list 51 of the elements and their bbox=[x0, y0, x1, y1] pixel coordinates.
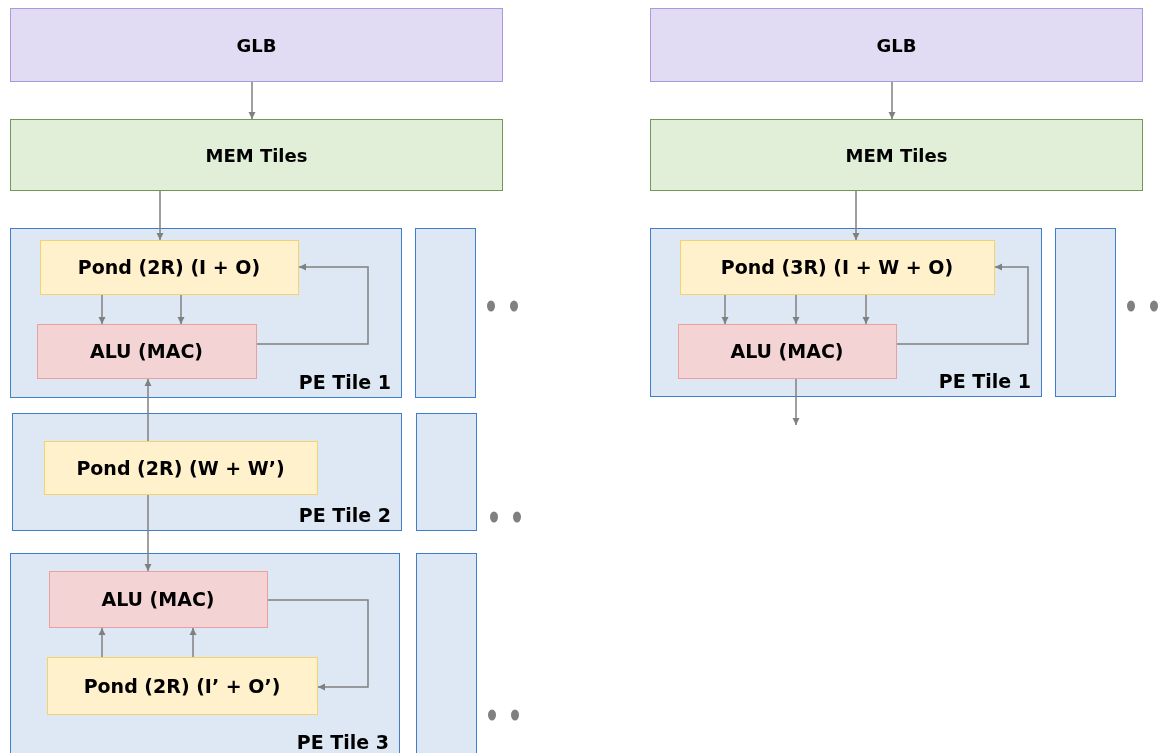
box-label: ALU (MAC) bbox=[101, 588, 215, 610]
arrow bbox=[156, 190, 164, 241]
tile-label: PE Tile 1 bbox=[938, 370, 1031, 392]
tile-label: PE Tile 1 bbox=[298, 371, 391, 393]
empty-tile bbox=[415, 228, 476, 398]
alu-box bbox=[48, 570, 268, 628]
buffer-box bbox=[650, 8, 1143, 82]
tile-panel bbox=[650, 228, 1042, 397]
arrow bbox=[144, 378, 152, 442]
arrow bbox=[888, 81, 896, 120]
tile-label: PE Tile 2 bbox=[298, 504, 391, 526]
box-label: GLB bbox=[236, 34, 277, 56]
arrow bbox=[792, 294, 800, 325]
empty-tile bbox=[416, 413, 477, 531]
box-label: MEM Tiles bbox=[205, 144, 308, 166]
arrow bbox=[248, 81, 256, 120]
arrow bbox=[852, 190, 860, 241]
arrow bbox=[792, 378, 800, 426]
alu-box bbox=[677, 323, 897, 379]
box-label: Pond (3R) (I + W + O) bbox=[720, 256, 954, 278]
box-label: ALU (MAC) bbox=[89, 340, 204, 362]
arrow bbox=[862, 294, 870, 325]
arrow bbox=[144, 494, 152, 572]
box-label: Pond (2R) (W + W’) bbox=[76, 456, 285, 479]
pond-box bbox=[43, 440, 318, 495]
box-label: Pond (2R) (I’ + O’) bbox=[83, 674, 281, 697]
arrow bbox=[256, 263, 369, 345]
memory-box bbox=[10, 119, 503, 191]
arrow bbox=[721, 294, 729, 325]
tile-label: PE Tile 3 bbox=[296, 731, 389, 753]
box-label: Pond (2R) (I + O) bbox=[77, 256, 261, 278]
pond-box bbox=[39, 239, 299, 295]
arrow bbox=[98, 627, 106, 658]
memory-box bbox=[650, 119, 1143, 191]
arrow bbox=[98, 294, 106, 325]
buffer-box bbox=[10, 8, 503, 82]
box-label: GLB bbox=[876, 34, 917, 56]
empty-tile bbox=[416, 553, 477, 753]
box-label: ALU (MAC) bbox=[730, 340, 844, 362]
arrow bbox=[896, 263, 1029, 345]
pond-box bbox=[679, 239, 995, 295]
tile-panel bbox=[12, 413, 402, 531]
arrow bbox=[177, 294, 185, 325]
arrow bbox=[189, 627, 197, 658]
pond-box bbox=[46, 656, 318, 715]
tile-panel bbox=[10, 228, 402, 398]
alu-box bbox=[36, 323, 257, 379]
tile-panel bbox=[10, 553, 400, 753]
box-label: MEM Tiles bbox=[845, 144, 948, 166]
arrow bbox=[267, 599, 369, 691]
empty-tile bbox=[1055, 228, 1116, 397]
